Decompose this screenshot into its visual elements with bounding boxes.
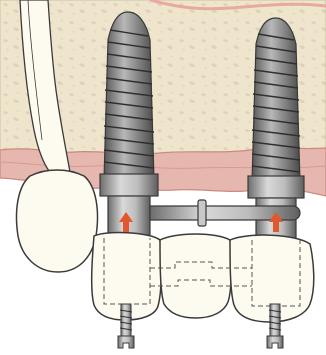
left-implant <box>100 12 158 238</box>
adjacent-tooth-crown <box>17 170 98 272</box>
